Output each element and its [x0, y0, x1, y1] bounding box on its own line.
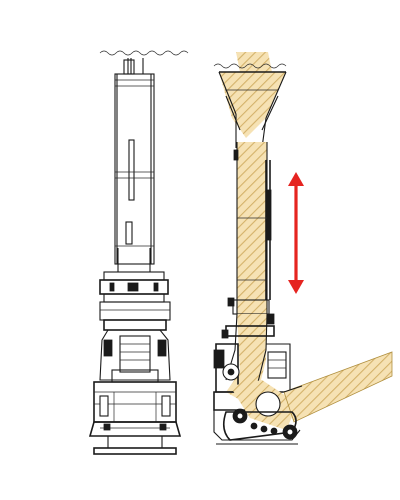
right-break-line	[213, 63, 287, 69]
right-machine-view	[213, 52, 393, 445]
double-headed-vertical-arrow-icon	[288, 172, 304, 294]
telescopic-tube	[227, 142, 275, 325]
left-column	[114, 58, 155, 272]
discharge-conveyor	[230, 351, 393, 430]
left-break-line	[99, 50, 189, 56]
left-turret	[99, 271, 171, 331]
material-top-feed	[236, 52, 272, 72]
track-assembly	[216, 408, 298, 445]
left-chassis	[88, 329, 182, 455]
hopper-funnel	[218, 71, 287, 149]
left-machine-view	[88, 50, 189, 455]
